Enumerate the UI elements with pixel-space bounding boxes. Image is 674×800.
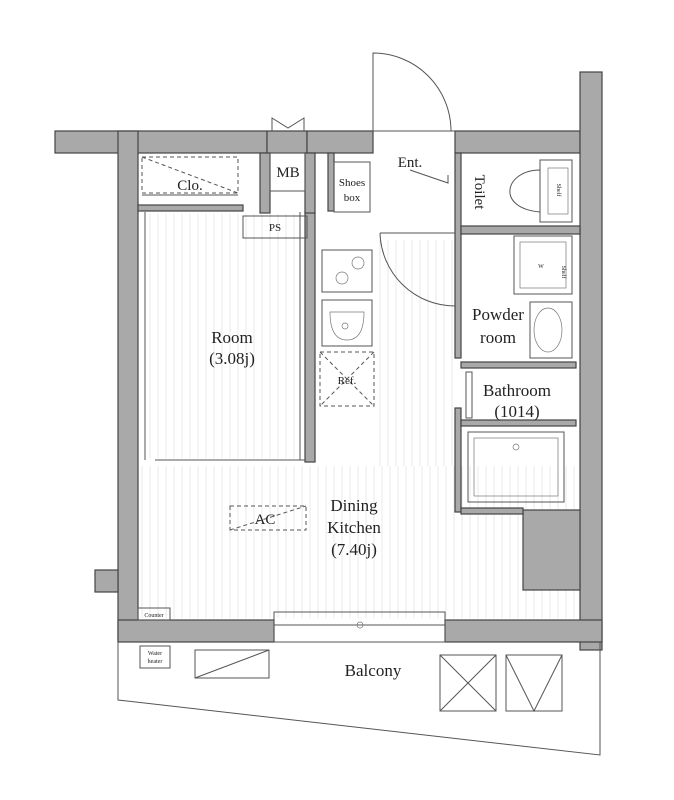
dining-kitchen-label-1: Dining — [330, 496, 378, 515]
walls — [54, 71, 603, 651]
bathroom-name-label: Bathroom — [483, 381, 551, 400]
toilet-shelf-label: Shelf — [555, 184, 562, 197]
bathroom-size-label: (1014) — [494, 402, 539, 421]
counter-label: Counter — [144, 613, 163, 619]
ps-label: PS — [269, 222, 281, 234]
room-labels: MB Ent. Toilet Clo. Shoes box PS Shelf W… — [144, 155, 567, 680]
room-name-label: Room — [211, 328, 253, 347]
floor-texture — [141, 214, 575, 618]
water-heater-label-2: heater — [148, 659, 163, 665]
shoes-box-label-2: box — [344, 192, 361, 204]
closet-label: Clo. — [177, 178, 202, 194]
powder-shelf-label: Shelf — [560, 266, 567, 279]
ac-label: AC — [255, 512, 276, 528]
dining-kitchen-size-label: (7.40j) — [331, 540, 377, 559]
shoes-box-label-1: Shoes — [339, 177, 365, 189]
powder-room-label-1: Powder — [472, 305, 524, 324]
mb-label: MB — [276, 165, 299, 181]
toilet-label: Toilet — [471, 175, 487, 211]
room-size-label: (3.08j) — [209, 349, 255, 368]
water-heater-label-1: Water — [148, 651, 162, 657]
dining-kitchen-label-2: Kitchen — [327, 518, 381, 537]
ref-label: Ref. — [338, 375, 357, 387]
powder-room-label-2: room — [480, 328, 516, 347]
balcony-label: Balcony — [345, 661, 402, 680]
entrance-label: Ent. — [398, 155, 423, 171]
fixtures — [117, 52, 601, 756]
washer-label: W — [538, 264, 544, 270]
